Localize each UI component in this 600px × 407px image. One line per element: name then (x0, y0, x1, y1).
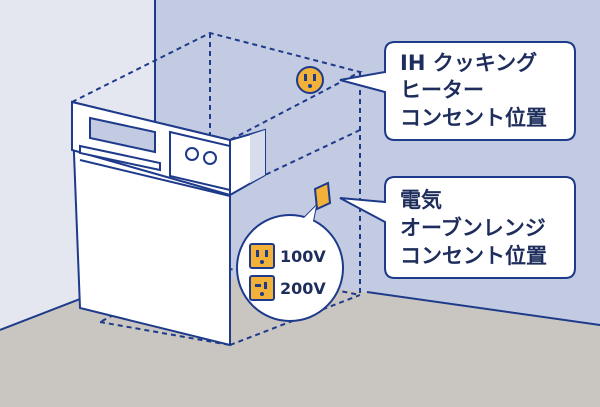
ih-callout-line-1: IH クッキング (400, 51, 537, 75)
rectangular-outlet-icon (313, 181, 332, 211)
ih-callout-line-2: ヒーター (400, 78, 484, 102)
oven-callout-line-3: コンセント位置 (400, 244, 547, 268)
ih-heater-callout: IH クッキング ヒーター コンセント位置 (339, 41, 576, 141)
oven-callout-line-1: 電気 (400, 188, 442, 212)
oven-callout-line-2: オーブンレンジ (400, 216, 546, 240)
ih-callout-line-3: コンセント位置 (400, 106, 547, 130)
outlet-100v-label: 100V (280, 247, 326, 266)
outlet-200v-label: 200V (280, 279, 326, 298)
outlet-200v-icon (249, 275, 275, 301)
control-panel-divider (169, 130, 231, 192)
round-outlet-icon (296, 66, 324, 94)
oven-appliance (70, 100, 266, 347)
panel-bottom-line (79, 159, 231, 197)
oven-handle (79, 144, 161, 172)
outlet-detail-bubble: 100V 200V (236, 202, 344, 322)
floor-back-edge (366, 291, 600, 326)
display-window (89, 116, 156, 154)
oven-range-callout: 電気 オーブンレンジ コンセント位置 (339, 176, 576, 279)
oven-side-shade (250, 130, 265, 183)
knob-icon (203, 151, 217, 165)
outlet-100v-icon (249, 243, 275, 269)
knob-icon (185, 147, 199, 161)
